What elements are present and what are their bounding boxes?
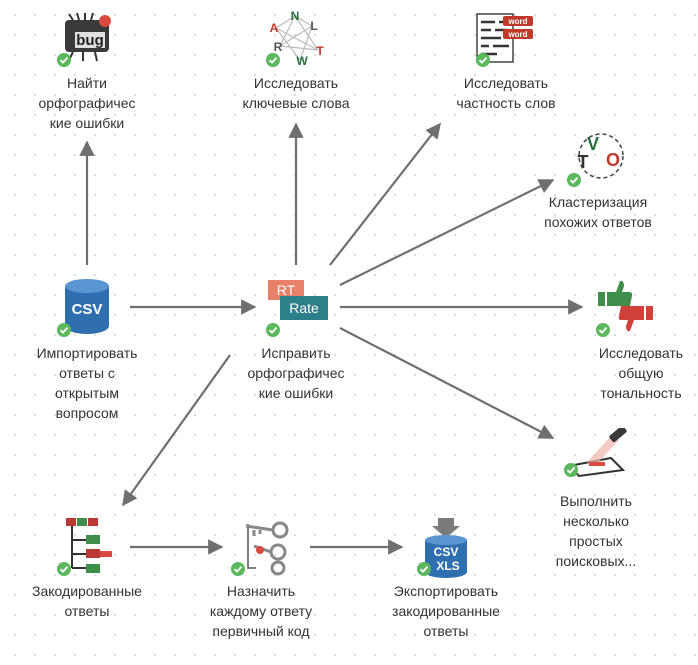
node-label: Выполнить несколько простых поисковых...	[555, 493, 637, 569]
node-fix-typos[interactable]: RT Rate Исправить орфографичес кие ошибк…	[221, 278, 371, 403]
keyword-letter: L	[310, 19, 317, 33]
check-icon	[231, 562, 245, 576]
keyword-letter: R	[274, 40, 283, 54]
node-cluster-similar[interactable]: V T O Кластеризация похожих ответов	[523, 130, 673, 235]
node-label: Назначить каждому ответу первичный код	[209, 583, 313, 639]
node-label: Исследовать ключевые слова	[242, 75, 350, 111]
check-icon	[476, 53, 490, 67]
bug-icon: bug	[65, 12, 111, 62]
coded-tree-icon	[66, 518, 112, 573]
arrow-fix-typos-to-coded-answers	[122, 354, 231, 507]
thumbs-up-down-icon	[598, 280, 653, 332]
keyword-letter: W	[296, 54, 308, 66]
node-find-typos[interactable]: bug Найти орфографичес кие ошибки	[12, 10, 162, 135]
cluster-letter: T	[578, 152, 589, 172]
check-icon	[57, 323, 71, 337]
node-label: Импортировать ответы с открытым вопросом	[36, 345, 138, 421]
keyword-letter: A	[270, 21, 279, 35]
check-icon	[564, 463, 578, 477]
cluster-icon: V T O	[578, 133, 624, 179]
keyword-network-icon: N A L T R W	[270, 10, 325, 66]
cluster-letter: V	[587, 134, 599, 154]
node-label: Кластеризация похожих ответов	[544, 194, 652, 230]
node-import-csv[interactable]: CSV Импортировать ответы с открытым вопр…	[12, 278, 162, 423]
check-icon	[596, 323, 610, 337]
word-tag: word	[507, 17, 527, 26]
keyword-letter: T	[316, 44, 324, 58]
rt-rate-icon: RT Rate	[268, 280, 328, 320]
keys-icon	[245, 521, 289, 576]
keyword-letter: N	[291, 10, 300, 23]
check-icon	[266, 53, 280, 67]
csv-database-icon: CSV	[65, 279, 109, 334]
workflow-arrows	[79, 122, 584, 555]
word-tag: word	[507, 30, 527, 39]
csv-label: CSV	[434, 545, 459, 559]
node-label: Экспортировать закодированные ответы	[392, 583, 500, 639]
csv-label: CSV	[72, 301, 103, 318]
node-label: Найти орфографичес кие ошибки	[38, 75, 136, 131]
check-icon	[57, 53, 71, 67]
node-label: Закодированные ответы	[32, 583, 142, 619]
xls-label: XLS	[436, 559, 459, 573]
check-icon	[57, 562, 71, 576]
bug-icon-text: bug	[76, 32, 104, 49]
node-assign-primary-code[interactable]: Назначить каждому ответу первичный код	[186, 516, 336, 646]
node-simple-searches[interactable]: Выполнить несколько простых поисковых...	[521, 428, 671, 578]
arrow-fix-typos-to-simple-searches	[339, 327, 555, 439]
node-label: Исследовать частность слов	[456, 75, 556, 111]
check-icon	[567, 173, 581, 187]
node-label: Исследовать общую тональность	[598, 345, 684, 401]
rt-badge-text: RT	[277, 282, 296, 298]
check-icon	[417, 562, 431, 576]
node-explore-keywords[interactable]: N A L T R W Исследовать ключевые слова	[221, 10, 371, 115]
check-icon	[266, 323, 280, 337]
node-label: Исправить орфографичес кие ошибки	[247, 345, 345, 401]
arrow-fix-typos-to-explore-word-frequency	[329, 122, 441, 266]
node-export-coded[interactable]: CSV XLS Экспортировать закодированные от…	[371, 516, 521, 646]
node-explore-sentiment[interactable]: Исследовать общую тональность	[550, 278, 698, 403]
cluster-letter: O	[606, 150, 620, 170]
csv-xls-export-icon: CSV XLS	[425, 518, 467, 578]
rate-badge-text: Rate	[289, 300, 319, 316]
node-coded-answers[interactable]: Закодированные ответы	[12, 516, 162, 626]
node-explore-word-frequency[interactable]: word word Исследовать частность слов	[431, 10, 581, 115]
arrow-fix-typos-to-cluster-similar	[339, 179, 555, 286]
